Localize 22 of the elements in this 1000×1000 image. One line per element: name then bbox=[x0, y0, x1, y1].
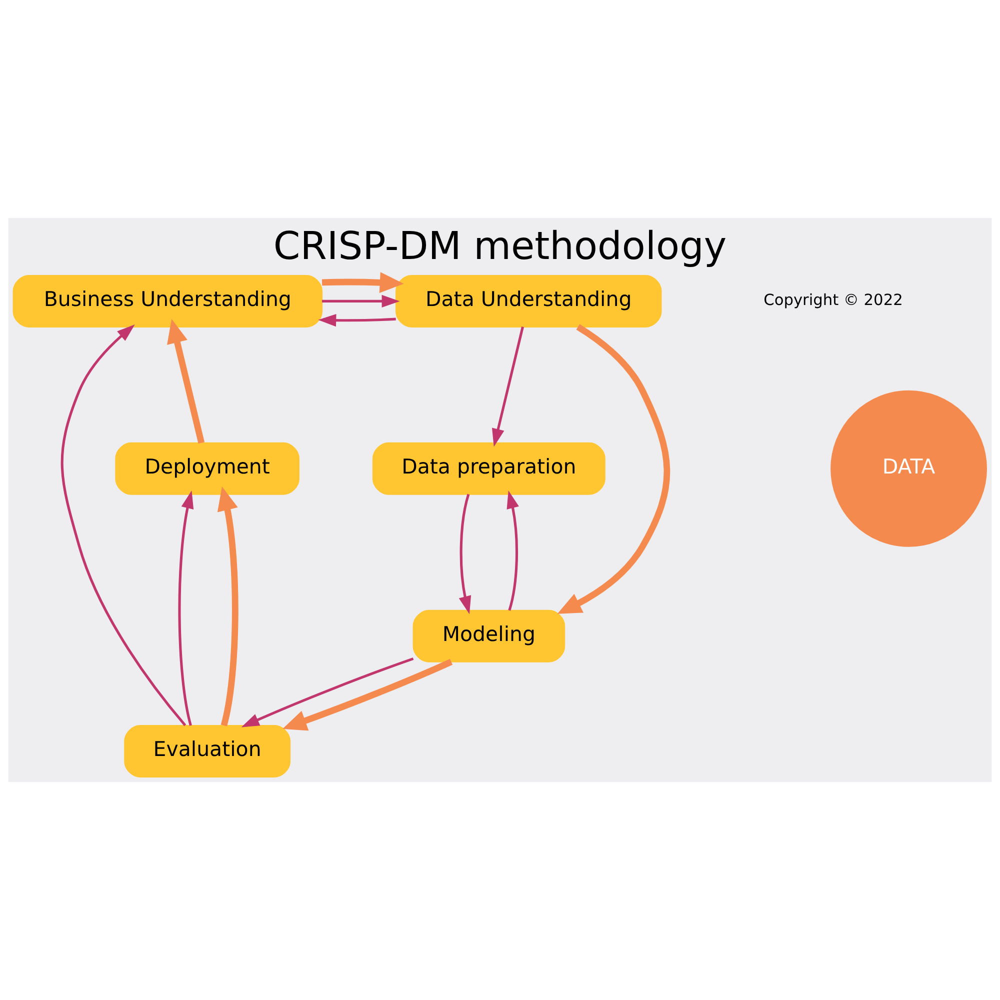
arrow bbox=[458, 494, 472, 614]
node-box: Evaluation bbox=[124, 725, 291, 778]
arrow bbox=[318, 314, 396, 327]
node-box: Deployment bbox=[115, 442, 300, 495]
arrow bbox=[322, 294, 400, 308]
arrow bbox=[60, 324, 186, 726]
arrow bbox=[282, 658, 453, 731]
node-box: Modeling bbox=[412, 610, 566, 662]
arrow bbox=[178, 490, 194, 726]
node-box: Data preparation bbox=[372, 442, 606, 495]
diagram-title: CRISP-DM methodology bbox=[273, 224, 727, 269]
arrow bbox=[167, 319, 205, 444]
arrow bbox=[492, 326, 524, 447]
node-box: Business Understanding bbox=[12, 274, 323, 328]
arrow bbox=[557, 324, 670, 614]
arrow bbox=[241, 657, 414, 728]
arrow bbox=[217, 486, 238, 726]
node-box: Data Understanding bbox=[395, 274, 662, 328]
node-circle: DATA bbox=[830, 390, 987, 547]
label: Copyright © 2022 bbox=[764, 291, 903, 310]
arrow bbox=[506, 490, 519, 611]
arrow bbox=[322, 272, 404, 294]
